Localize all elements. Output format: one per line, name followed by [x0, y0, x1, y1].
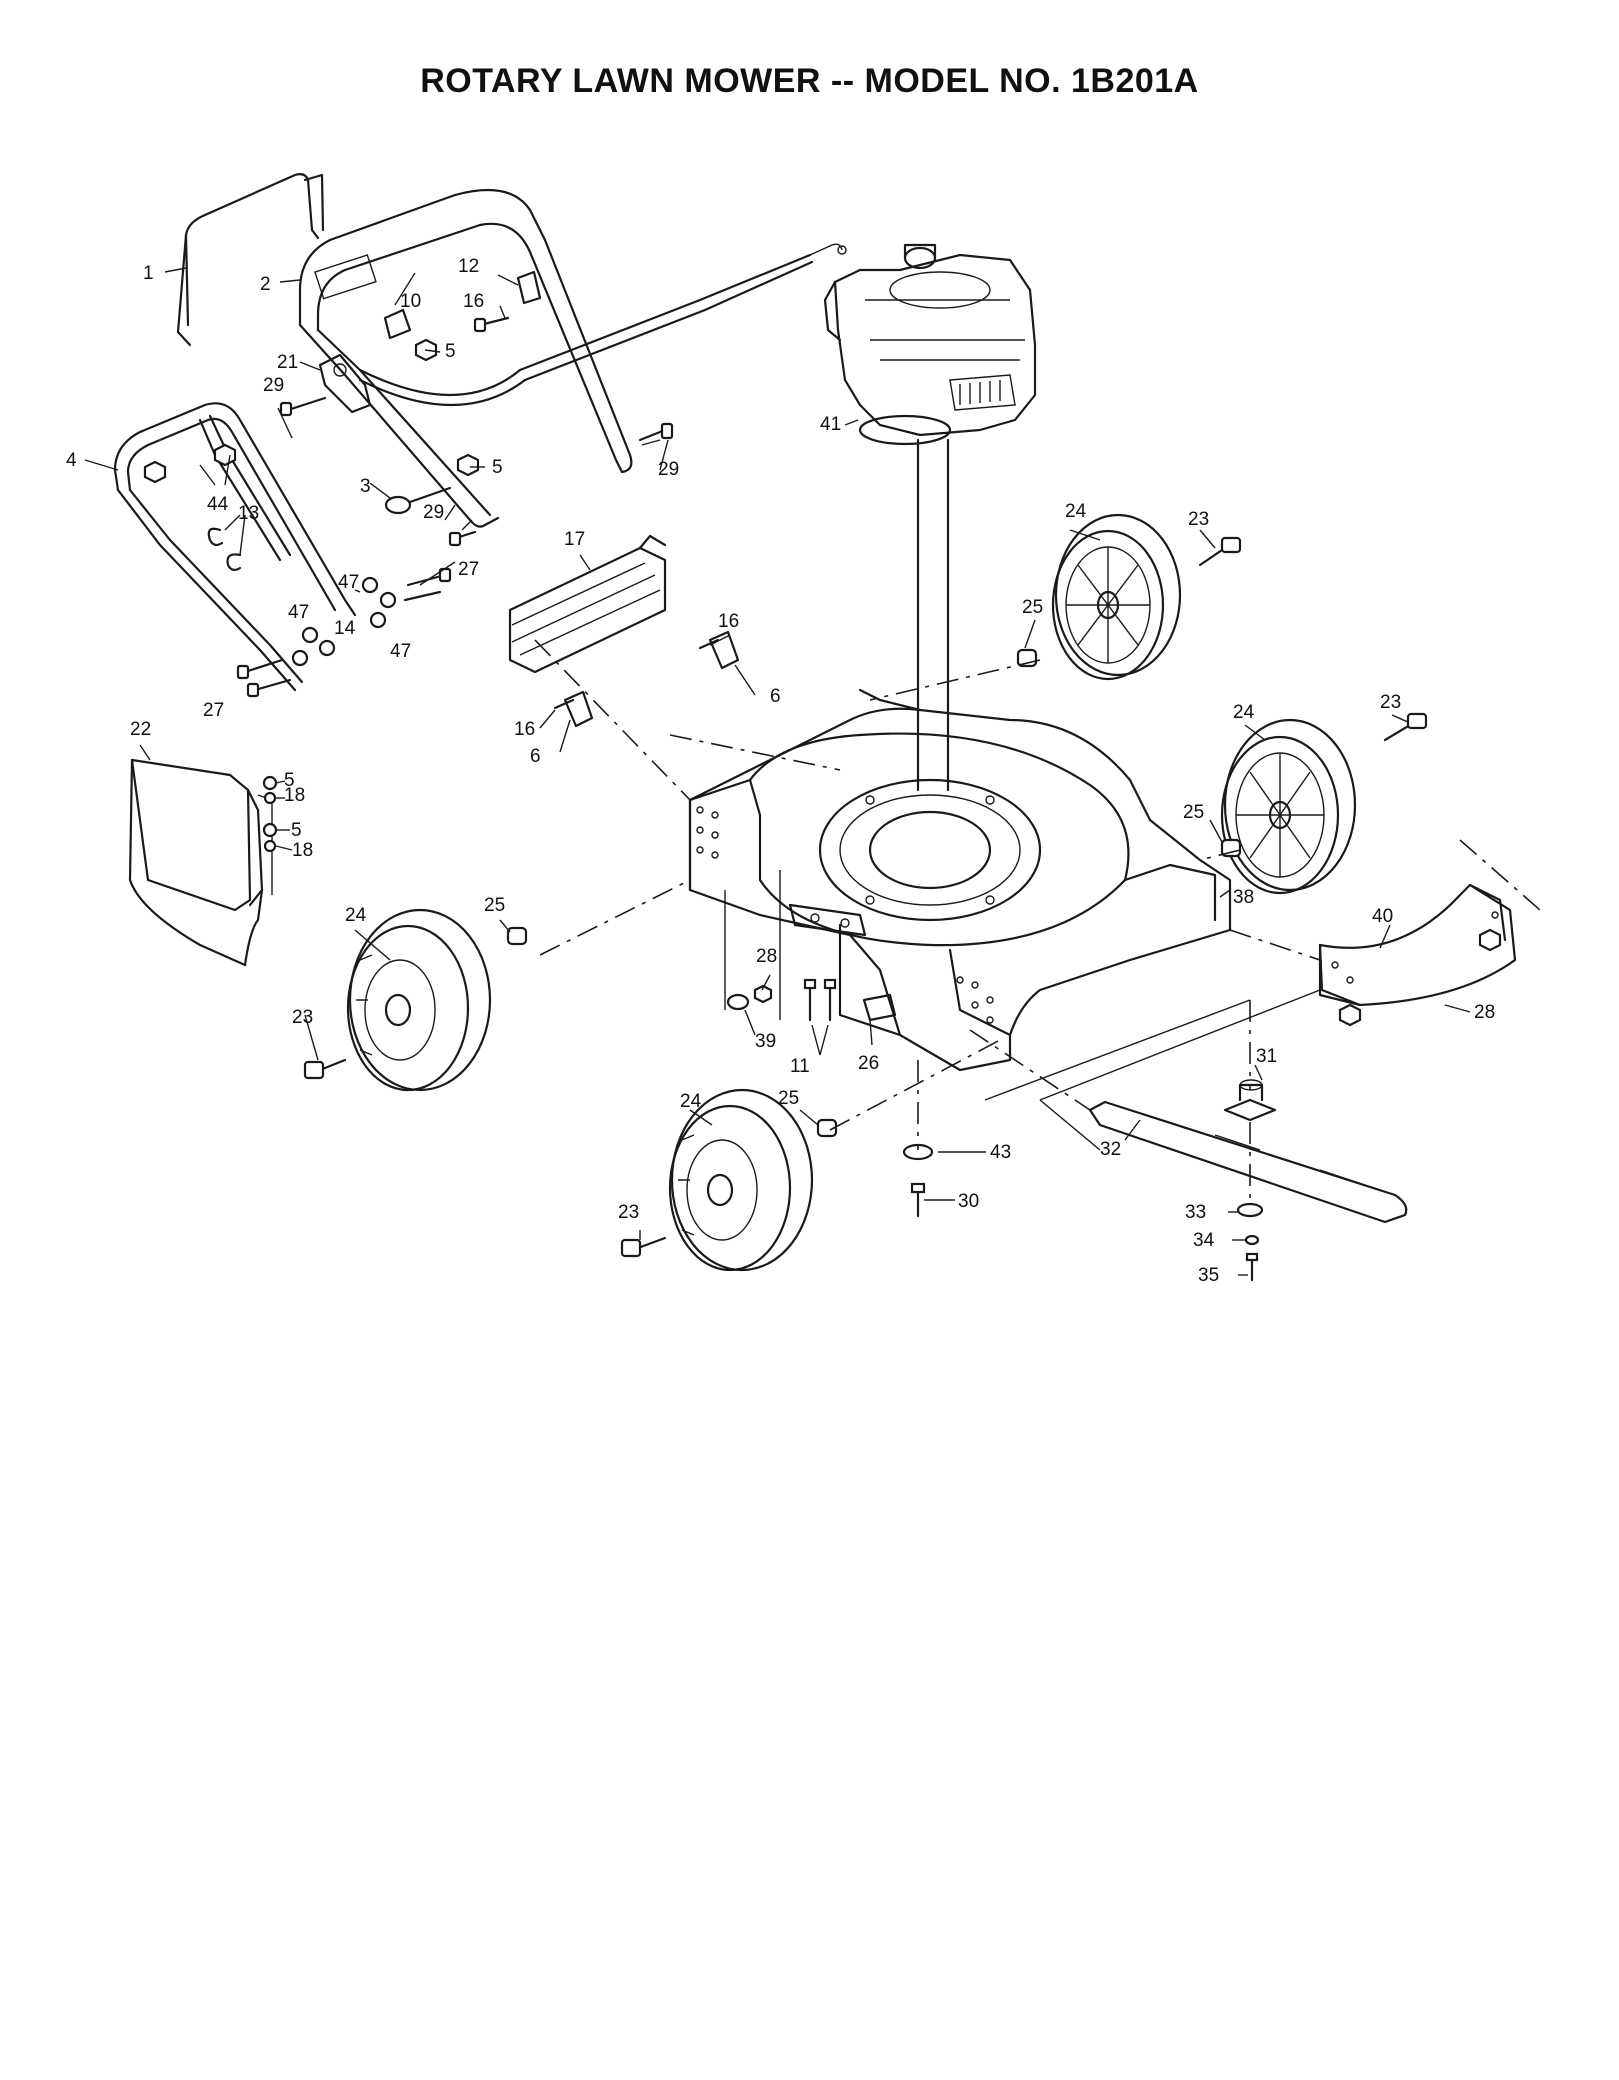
callout-6-left: 6 [530, 746, 541, 767]
part-blade [1088, 1100, 1408, 1224]
callout-4: 4 [66, 450, 77, 471]
callout-32: 32 [1100, 1139, 1121, 1160]
callout-43: 43 [990, 1142, 1011, 1163]
diagram-title: ROTARY LAWN MOWER -- MODEL NO. 1B201A [420, 62, 1199, 100]
callout-23-front-left: 23 [618, 1202, 639, 1223]
callout-17: 17 [564, 529, 585, 550]
callout-25-front-right: 25 [1183, 802, 1204, 823]
part-wheel-rear-left [346, 908, 492, 1092]
callout-10: 10 [400, 291, 421, 312]
part-wheel-spacers [506, 648, 1242, 1138]
callout-23-rear-left: 23 [292, 1007, 313, 1028]
callout-29-upper: 29 [263, 375, 284, 396]
callout-labels: 1 2 3 4 5 5 5 5 6 6 10 11 12 13 14 16 16… [66, 256, 1495, 1286]
callout-16-upper: 16 [463, 291, 484, 312]
callout-27-lower: 27 [203, 700, 224, 721]
part-blade-adapter [1223, 1079, 1277, 1122]
callout-3: 3 [360, 476, 371, 497]
callout-12: 12 [458, 256, 479, 277]
explode-lines [534, 639, 1541, 1200]
callout-24-rear-right: 24 [1065, 501, 1087, 522]
part-engine [823, 243, 1037, 446]
callout-14: 14 [334, 618, 356, 639]
callout-5-upper: 5 [445, 341, 456, 362]
callout-5-guard-top: 5 [284, 770, 295, 791]
part-deck-washer-bolt [902, 1143, 934, 1218]
part-eyebolt [384, 486, 452, 515]
callout-16-left: 16 [514, 719, 535, 740]
callout-5-guard-mid: 5 [291, 820, 302, 841]
callout-30: 30 [958, 1191, 979, 1212]
callout-11: 11 [790, 1056, 810, 1077]
part-blade-hardware [1236, 1202, 1264, 1282]
callout-39: 39 [755, 1031, 776, 1052]
callout-25-front-left: 25 [778, 1088, 799, 1109]
callout-35: 35 [1198, 1265, 1219, 1286]
part-control-bail [176, 173, 325, 347]
part-wheel-front-right [1220, 718, 1357, 895]
part-fasteners-middle [236, 567, 452, 698]
callout-27-upper: 27 [458, 559, 479, 580]
callout-21: 21 [277, 352, 298, 373]
callout-41: 41 [820, 414, 841, 435]
callout-38: 38 [1233, 887, 1254, 908]
callout-23-rear-right: 23 [1188, 509, 1209, 530]
callout-44: 44 [207, 494, 229, 515]
part-mower-deck [688, 688, 1232, 1072]
part-deck-screws [726, 978, 897, 1022]
callout-31: 31 [1256, 1046, 1277, 1067]
part-wheel-rear-right [1051, 513, 1182, 681]
part-rear-guard [128, 758, 278, 967]
callout-29-right: 29 [658, 459, 679, 480]
callout-18-top: 18 [284, 785, 305, 806]
callout-47-right: 47 [390, 641, 411, 662]
part-handle-bracket [318, 353, 372, 414]
callout-34: 34 [1193, 1230, 1215, 1251]
callout-13: 13 [238, 503, 259, 524]
part-wire-clips [207, 527, 242, 572]
callout-18-bottom: 18 [292, 840, 313, 861]
callout-33: 33 [1185, 1202, 1206, 1223]
callout-24-front-left: 24 [680, 1091, 702, 1112]
callout-23-front-right: 23 [1380, 692, 1401, 713]
callout-28-deck: 28 [756, 946, 777, 967]
callout-24-front-right: 24 [1233, 702, 1255, 723]
part-crankshaft-lines [916, 438, 950, 792]
callout-5-handle: 5 [492, 457, 503, 478]
callout-26: 26 [858, 1053, 879, 1074]
callout-16-right: 16 [718, 611, 739, 632]
part-control-cable [358, 243, 847, 407]
part-wheel-front-left [668, 1088, 814, 1272]
callout-40: 40 [1372, 906, 1393, 927]
part-chute-plate [1123, 863, 1217, 922]
part-deflector [1318, 883, 1517, 1027]
part-lower-handle [113, 402, 357, 692]
callout-47-top: 47 [338, 572, 359, 593]
callout-47-left: 47 [288, 602, 309, 623]
callout-6-right: 6 [770, 686, 781, 707]
callout-25-rear-left: 25 [484, 895, 505, 916]
callout-leaders [84, 267, 1471, 1276]
part-wheel-bolts [303, 536, 1428, 1258]
callout-28-deflector: 28 [1474, 1002, 1495, 1023]
callout-1: 1 [143, 263, 154, 284]
part-baffle [508, 534, 667, 674]
part-bolts-upper [279, 316, 674, 547]
part-cable-clip [383, 270, 542, 340]
callout-29-middle: 29 [423, 502, 444, 523]
callout-2: 2 [260, 274, 271, 295]
part-baffle-clips [553, 630, 740, 728]
callout-25-rear-right: 25 [1022, 597, 1043, 618]
part-nuts [414, 338, 480, 477]
callout-22: 22 [130, 719, 151, 740]
callout-24-rear-left: 24 [345, 905, 367, 926]
